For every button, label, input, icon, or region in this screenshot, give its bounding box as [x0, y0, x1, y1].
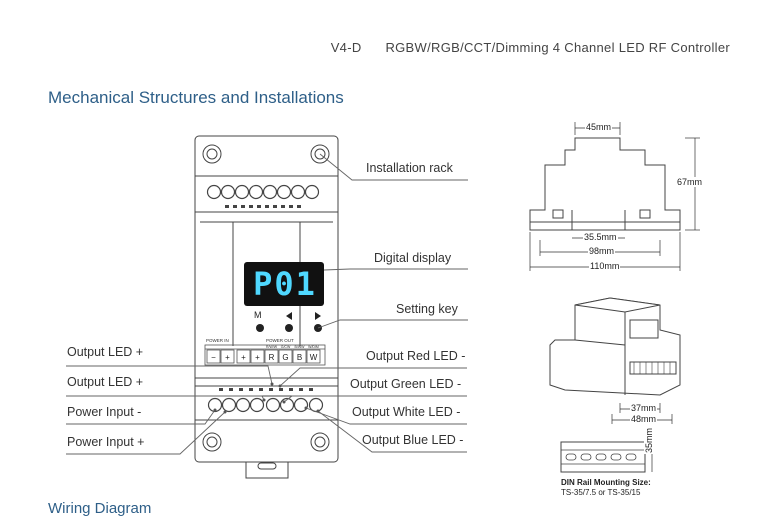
device-3d-view	[549, 297, 681, 396]
page-header: V4-D RGBW/RGB/CCT/Dimming 4 Channel LED …	[0, 40, 730, 55]
dim-67mm: 67mm	[676, 177, 704, 187]
label-output-led-plus-2: Output LED +	[67, 375, 144, 389]
power-out-label: POWER OUT	[266, 338, 294, 343]
terminal-top-label: R/W/W	[265, 345, 278, 349]
terminal-label: G	[282, 353, 289, 362]
dim-35mm-rail: 35mm	[644, 426, 654, 454]
chevron-left-icon	[286, 312, 292, 320]
rail-note-line1: DIN Rail Mounting Size:	[561, 478, 651, 487]
dim-48mm: 48mm	[630, 414, 658, 424]
top-terminals	[206, 184, 320, 200]
terminal-label: +	[225, 353, 230, 362]
label-setting-key: Setting key	[396, 302, 458, 316]
model-code: V4-D	[330, 40, 362, 55]
terminal-label: B	[296, 353, 303, 362]
terminal-top-label: G/CW	[280, 345, 291, 349]
label-output-red: Output Red LED -	[366, 349, 466, 363]
rail-note: DIN Rail Mounting Size: TS-35/7.5 or TS-…	[561, 478, 651, 498]
terminal-top-label: W/DIM	[308, 345, 319, 349]
label-output-led-plus-1: Output LED +	[67, 345, 144, 359]
terminal-label: W	[309, 353, 318, 362]
setting-keys	[256, 312, 322, 332]
terminal-top-label: B/WW	[294, 345, 305, 349]
screw-icon	[310, 432, 330, 452]
terminal-label: +	[255, 353, 260, 362]
terminal-label: R	[268, 353, 275, 362]
screw-icon	[310, 144, 330, 164]
screw-icon	[202, 432, 222, 452]
key-m-button	[256, 324, 264, 332]
dimension-drawing-top	[529, 137, 681, 231]
label-output-blue: Output Blue LED -	[362, 433, 464, 447]
digital-display	[244, 262, 324, 306]
din-rail	[560, 441, 653, 473]
product-name: RGBW/RGB/CCT/Dimming 4 Channel LED RF Co…	[385, 40, 730, 55]
label-digital-display: Digital display	[374, 251, 452, 265]
terminal-label: +	[241, 353, 246, 362]
display-readout: P01	[253, 265, 317, 303]
label-power-input-plus: Power Input +	[67, 435, 145, 449]
footer-section-title: Wiring Diagram	[48, 500, 152, 517]
terminal-label: −	[211, 353, 216, 362]
label-output-green: Output Green LED -	[350, 377, 462, 391]
dim-35-5mm: 35.5mm	[583, 232, 618, 242]
dim-110mm: 110mm	[589, 261, 621, 271]
rail-note-line2: TS-35/7.5 or TS-35/15	[561, 488, 641, 497]
dim-98mm: 98mm	[588, 246, 616, 256]
dim-37mm: 37mm	[630, 403, 658, 413]
key-left-button	[285, 324, 293, 332]
label-installation-rack: Installation rack	[366, 161, 453, 175]
dim-45mm: 45mm	[585, 122, 613, 132]
key-m-label: M	[254, 310, 262, 320]
chevron-right-icon	[315, 312, 321, 320]
power-in-label: POWER IN	[206, 338, 229, 343]
label-output-white: Output White LED -	[352, 405, 461, 419]
label-power-input-minus: Power Input -	[67, 405, 142, 419]
screw-icon	[202, 144, 222, 164]
section-title: Mechanical Structures and Installations	[48, 88, 344, 107]
